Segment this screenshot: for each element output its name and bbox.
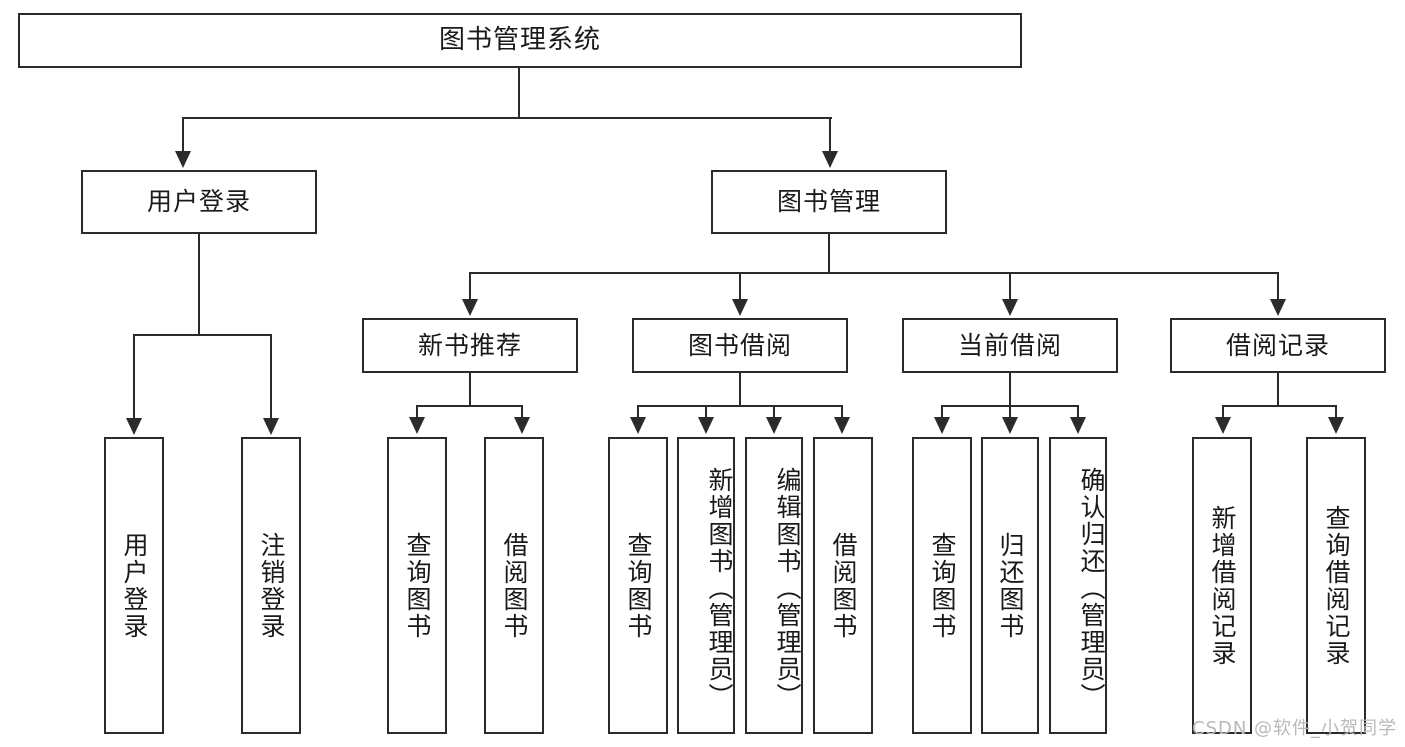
- arrowhead-to-current-borrow: [1002, 299, 1018, 316]
- arrowhead-to-leaf-query-book-2: [630, 417, 646, 434]
- node-label: 新增借阅记录: [1208, 504, 1237, 667]
- arrowhead-to-leaf-query-record: [1328, 417, 1344, 434]
- node-label: 查询图书: [403, 531, 432, 640]
- node-label: 新书推荐: [417, 330, 522, 360]
- leaf-query-book-1[interactable]: 查询图书: [387, 437, 447, 734]
- connector-book-borrow-to-leaf-4: [841, 405, 843, 419]
- node-label: 图书借阅: [687, 330, 792, 360]
- arrowhead-to-leaf-user-login: [126, 418, 142, 435]
- connector-to-new-book-recommend: [469, 272, 471, 301]
- connector-current-borrow-to-leaf-1: [941, 405, 943, 419]
- node-label: 确认归还（管理员）: [1077, 467, 1106, 710]
- connector-user-login-to-leaf-1: [133, 334, 135, 420]
- connector-user-login-bus: [133, 334, 271, 336]
- arrowhead-to-leaf-return-book: [1002, 417, 1018, 434]
- connector-root-to-user-login: [182, 117, 184, 153]
- connector-root-to-book-manage: [829, 117, 831, 153]
- connector-book-manage-bus: [469, 272, 1279, 274]
- leaf-user-login[interactable]: 用户登录: [104, 437, 164, 734]
- connector-to-book-borrow: [739, 272, 741, 301]
- node-label: 当前借阅: [957, 330, 1062, 360]
- leaf-add-book[interactable]: 新增图书（管理员）: [677, 437, 735, 734]
- node-label: 图书管理: [776, 187, 881, 217]
- arrowhead-to-borrow-record: [1270, 299, 1286, 316]
- arrowhead-to-leaf-confirm-return: [1070, 417, 1086, 434]
- leaf-query-book-2[interactable]: 查询图书: [608, 437, 668, 734]
- node-book-management[interactable]: 图书管理: [711, 170, 947, 234]
- connector-current-borrow-to-leaf-2: [1009, 405, 1011, 419]
- arrowhead-to-leaf-query-book-1: [409, 417, 425, 434]
- connector-book-borrow-bus: [637, 405, 843, 407]
- arrowhead-to-leaf-query-book-3: [934, 417, 950, 434]
- node-new-book-recommend[interactable]: 新书推荐: [362, 318, 578, 373]
- connector-book-manage-stem: [828, 234, 830, 273]
- node-label: 用户登录: [146, 187, 251, 217]
- node-label: 借阅图书: [829, 531, 858, 640]
- node-label: 归还图书: [996, 531, 1025, 640]
- node-label: 新增图书（管理员）: [705, 467, 734, 710]
- node-borrow-record[interactable]: 借阅记录: [1170, 318, 1386, 373]
- connector-book-borrow-to-leaf-3: [773, 405, 775, 419]
- leaf-edit-book[interactable]: 编辑图书（管理员）: [745, 437, 803, 734]
- connector-borrow-record-to-leaf-2: [1335, 405, 1337, 419]
- leaf-confirm-return[interactable]: 确认归还（管理员）: [1049, 437, 1107, 734]
- node-label: 查询图书: [928, 531, 957, 640]
- leaf-borrow-book-2[interactable]: 借阅图书: [813, 437, 873, 734]
- connector-current-borrow-to-leaf-3: [1077, 405, 1079, 419]
- node-current-borrow[interactable]: 当前借阅: [902, 318, 1118, 373]
- arrowhead-to-book-manage: [822, 151, 838, 168]
- node-label: 借阅记录: [1225, 330, 1330, 360]
- leaf-add-record[interactable]: 新增借阅记录: [1192, 437, 1252, 734]
- watermark-text: CSDN @软件_小贺同学: [1192, 718, 1398, 739]
- node-label: 用户登录: [120, 531, 149, 640]
- arrowhead-to-leaf-logout: [263, 418, 279, 435]
- connector-user-login-stem: [198, 234, 200, 335]
- connector-new-book-to-leaf-1: [416, 405, 418, 419]
- node-user-login[interactable]: 用户登录: [81, 170, 317, 234]
- connector-new-book-stem: [469, 373, 471, 406]
- leaf-borrow-book-1[interactable]: 借阅图书: [484, 437, 544, 734]
- connector-book-borrow-to-leaf-1: [637, 405, 639, 419]
- leaf-query-record[interactable]: 查询借阅记录: [1306, 437, 1366, 734]
- arrowhead-to-leaf-borrow-book-2: [834, 417, 850, 434]
- arrowhead-to-user-login: [175, 151, 191, 168]
- connector-borrow-record-to-leaf-1: [1222, 405, 1224, 419]
- connector-new-book-to-leaf-2: [521, 405, 523, 419]
- arrowhead-to-leaf-edit-book: [766, 417, 782, 434]
- arrowhead-to-new-book-recommend: [462, 299, 478, 316]
- connector-new-book-bus: [416, 405, 523, 407]
- arrowhead-to-leaf-borrow-book-1: [514, 417, 530, 434]
- node-book-borrow[interactable]: 图书借阅: [632, 318, 848, 373]
- arrowhead-to-book-borrow: [732, 299, 748, 316]
- leaf-return-book[interactable]: 归还图书: [981, 437, 1039, 734]
- node-label: 查询借阅记录: [1322, 504, 1351, 667]
- watermark-csdn: CSDN @软件_小贺同学: [1192, 714, 1397, 740]
- arrowhead-to-leaf-add-book: [698, 417, 714, 434]
- connector-book-borrow-stem: [739, 373, 741, 406]
- connector-root-bus: [182, 117, 832, 119]
- connector-to-borrow-record: [1277, 272, 1279, 301]
- arrowhead-to-leaf-add-record: [1215, 417, 1231, 434]
- node-root-book-management-system[interactable]: 图书管理系统: [18, 13, 1022, 68]
- connector-borrow-record-bus: [1222, 405, 1337, 407]
- leaf-query-book-3[interactable]: 查询图书: [912, 437, 972, 734]
- node-label: 注销登录: [257, 531, 286, 640]
- node-label: 借阅图书: [500, 531, 529, 640]
- node-label: 编辑图书（管理员）: [773, 467, 802, 710]
- connector-user-login-to-leaf-2: [270, 334, 272, 420]
- leaf-logout[interactable]: 注销登录: [241, 437, 301, 734]
- connector-current-borrow-stem: [1009, 373, 1011, 406]
- node-label: 图书管理系统: [438, 25, 601, 56]
- node-label: 查询图书: [624, 531, 653, 640]
- connector-book-borrow-to-leaf-2: [705, 405, 707, 419]
- connector-root-stem: [518, 68, 520, 118]
- connector-borrow-record-stem: [1277, 373, 1279, 406]
- connector-to-current-borrow: [1009, 272, 1011, 301]
